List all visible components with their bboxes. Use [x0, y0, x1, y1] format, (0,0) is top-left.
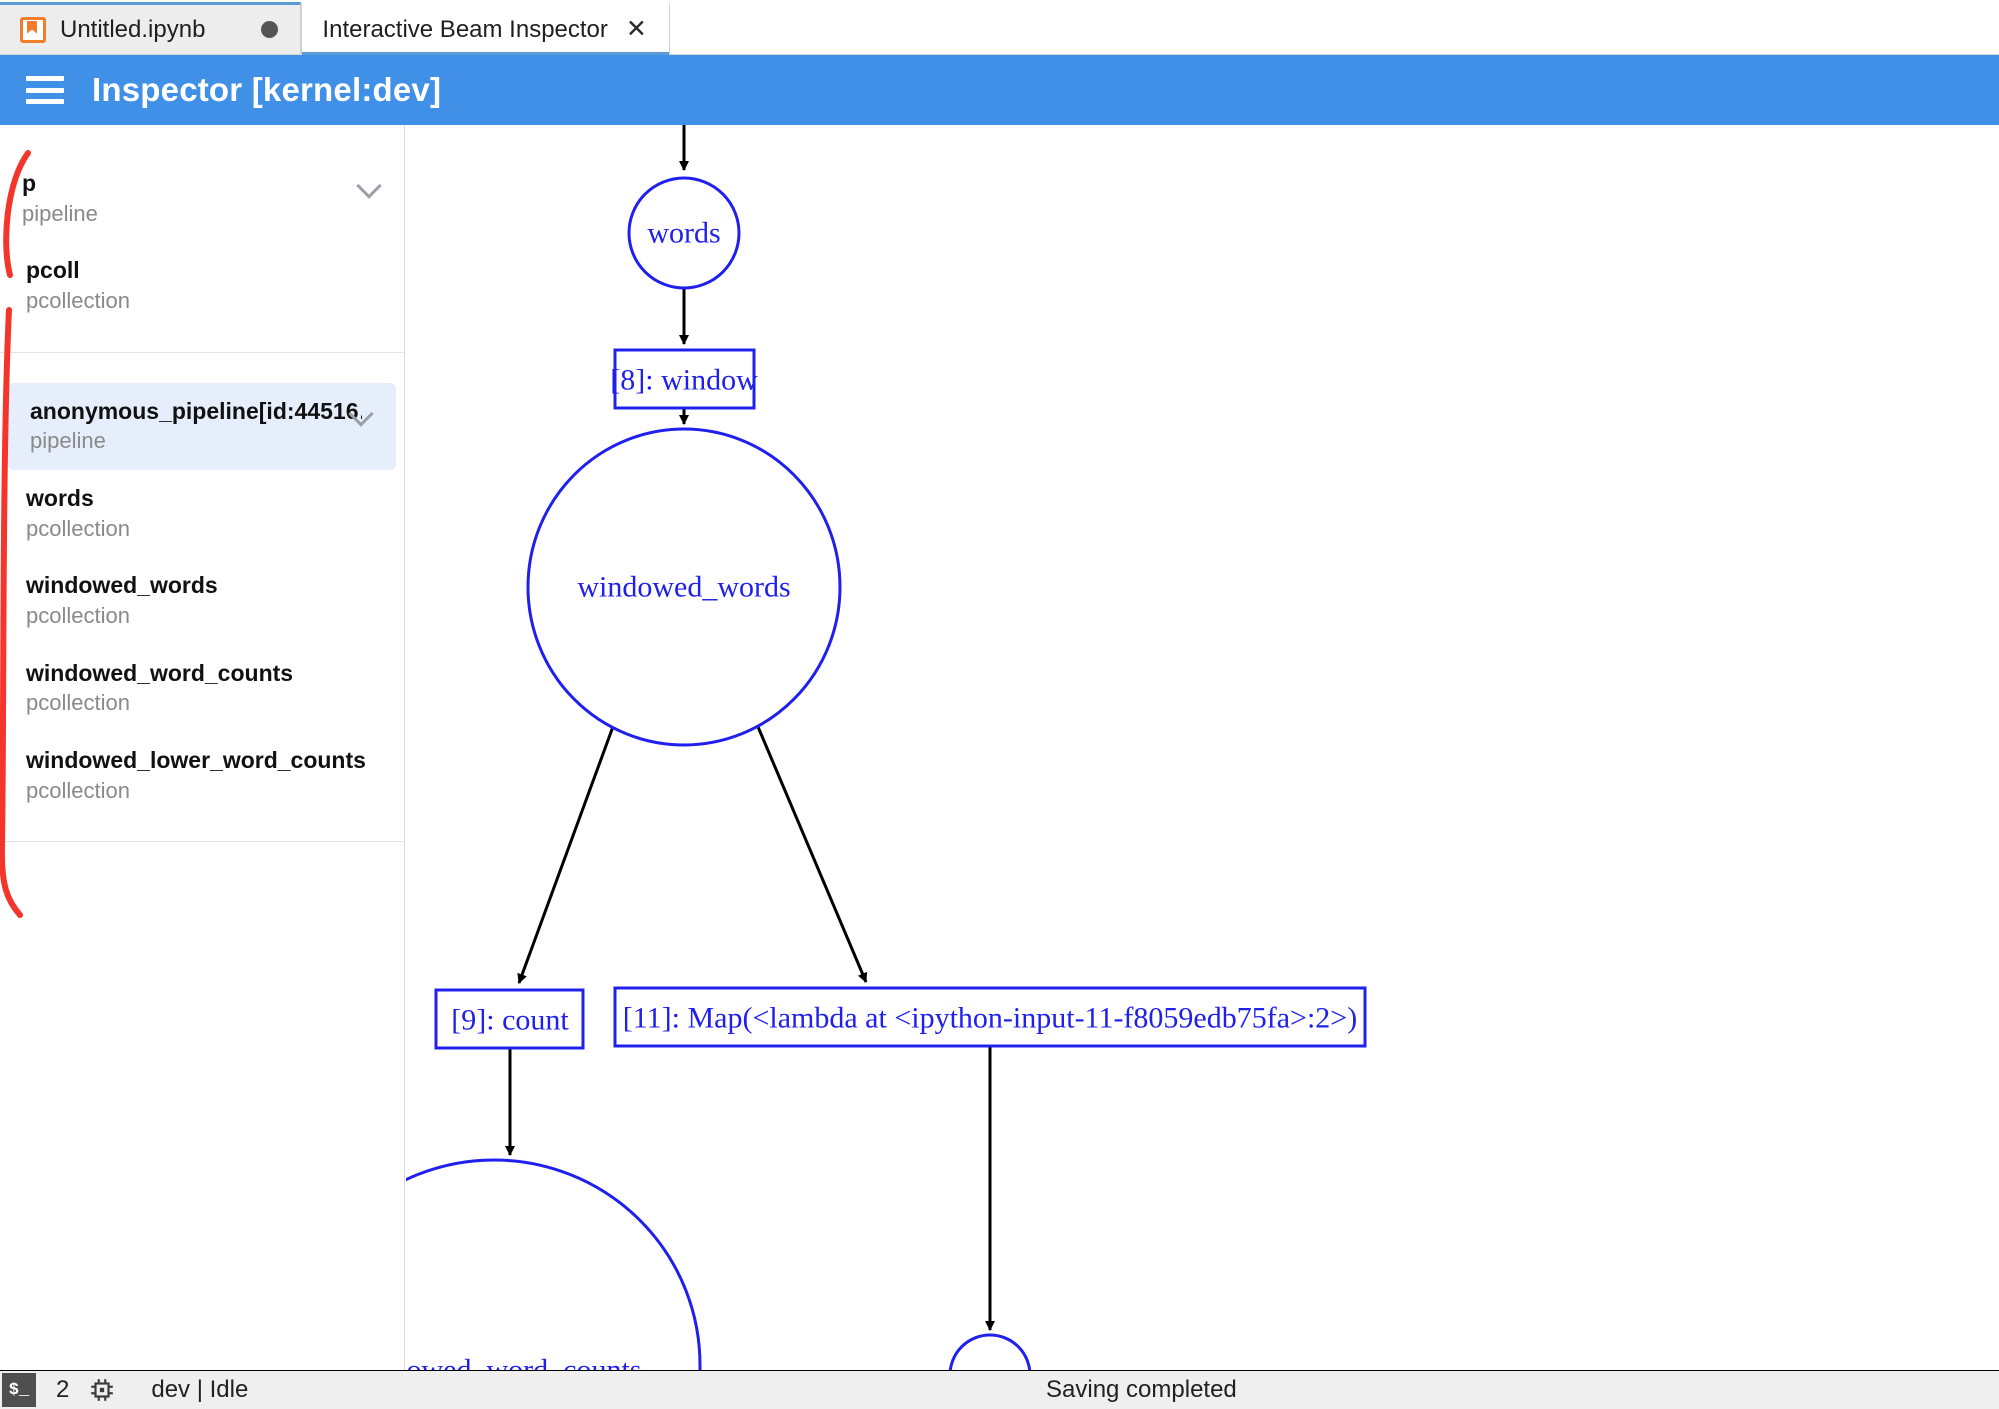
node-windowed-word-counts[interactable]: windowed_word_counts: [406, 1158, 702, 1371]
hamburger-icon[interactable]: [26, 76, 64, 104]
sidebar-item-windowed-words[interactable]: windowed_words pcollection: [0, 557, 404, 644]
node-small[interactable]: [948, 1333, 1032, 1370]
page-title: Inspector [kernel:dev]: [92, 71, 442, 108]
tab-interactive-beam-inspector[interactable]: Interactive Beam Inspector ✕: [301, 2, 670, 55]
node-shape-ellipse: [948, 1333, 1032, 1370]
notebook-icon: [20, 16, 46, 43]
edge-windowed-words-to-count: [517, 712, 620, 984]
sidebar-item-type: pcollection: [26, 515, 130, 541]
node-label: [11]: Map(<lambda at <ipython-input-11-f…: [623, 1002, 1357, 1035]
terminal-count: 2: [56, 1376, 70, 1403]
sidebar-group-p: p pipeline pcoll pcollection: [0, 125, 404, 353]
sidebar-item-type: pcollection: [26, 690, 130, 716]
sidebar-item-type: pcollection: [26, 777, 130, 803]
node-label: words: [647, 217, 720, 250]
sidebar-item-name: windowed_words: [26, 572, 218, 599]
node-map[interactable]: [11]: Map(<lambda at <ipython-input-11-f…: [613, 986, 1367, 1048]
node-shape-box: [434, 988, 585, 1050]
inspector-header: Inspector [kernel:dev]: [0, 55, 1999, 125]
edge-windowed-words-to-map: [751, 714, 868, 983]
tab-label: Interactive Beam Inspector: [322, 15, 608, 43]
unsaved-dot-icon[interactable]: [261, 21, 279, 38]
sidebar-item-anonymous-pipeline[interactable]: anonymous_pipeline[id:44516… pipeline: [8, 382, 396, 471]
inspectables-sidebar[interactable]: p pipeline pcoll pcollection anonymous_p…: [0, 125, 405, 1370]
group-bottom-pad: [0, 330, 404, 352]
node-label: [9]: count: [451, 1004, 569, 1037]
sidebar-item-type: pipeline: [30, 428, 106, 454]
node-windowed-words[interactable]: windowed_words: [526, 427, 842, 747]
sidebar-item-windowed-lower-word-counts[interactable]: windowed_lower_word_counts pcollection: [0, 732, 404, 819]
group-top-pad: [0, 125, 404, 155]
sidebar-group-anonymous-pipeline: anonymous_pipeline[id:44516… pipeline wo…: [0, 353, 404, 843]
node-shape-box: [613, 348, 756, 410]
sidebar-item-name: pcoll: [26, 257, 80, 284]
chevron-down-icon[interactable]: [360, 177, 382, 189]
node-count[interactable]: [9]: count: [434, 988, 585, 1050]
hamburger-bar: [26, 76, 64, 81]
save-status: Saving completed: [1046, 1376, 1237, 1403]
node-label: [8]: window: [610, 364, 758, 397]
hamburger-bar: [26, 99, 64, 104]
tab-bar: Untitled.ipynb Interactive Beam Inspecto…: [0, 0, 1999, 55]
sidebar-item-p[interactable]: p pipeline: [0, 155, 404, 242]
terminal-icon[interactable]: $_: [2, 1373, 36, 1407]
body-area: p pipeline pcoll pcollection anonymous_p…: [0, 125, 1999, 1370]
sidebar-item-type: pcollection: [26, 288, 130, 314]
node-label: windowed_words: [577, 571, 790, 604]
node-shape-ellipse: [627, 176, 741, 290]
node-shape-ellipse: [526, 427, 842, 747]
sidebar-item-name: words: [26, 485, 94, 512]
pipeline-graph-canvas[interactable]: words [8]: window windowed_words [9]: co…: [406, 125, 1999, 1370]
sidebar-item-words[interactable]: words pcollection: [0, 470, 404, 557]
group-bottom-pad: [0, 819, 404, 841]
hamburger-bar: [26, 87, 64, 93]
cpu-chip-icon[interactable]: [89, 1377, 115, 1403]
sidebar-item-type: pipeline: [22, 200, 98, 226]
node-shape-box: [613, 986, 1367, 1048]
status-bar: $_ 2 dev | Idle Saving completed: [0, 1370, 1999, 1409]
sidebar-item-name: windowed_word_counts: [26, 659, 294, 686]
chevron-down-icon[interactable]: [352, 405, 374, 417]
tab-label: Untitled.ipynb: [60, 15, 206, 43]
graph-edges: [505, 125, 995, 1331]
group-top-pad: [0, 353, 404, 383]
node-label: windowed_word_counts: [406, 1354, 641, 1371]
sidebar-item-windowed-word-counts[interactable]: windowed_word_counts pcollection: [0, 645, 404, 732]
close-icon[interactable]: ✕: [625, 15, 647, 43]
sidebar-item-type: pcollection: [26, 603, 130, 629]
beam-pipeline-graph: words [8]: window windowed_words [9]: co…: [406, 125, 1367, 1371]
node-window[interactable]: [8]: window: [610, 348, 758, 410]
kernel-status[interactable]: dev | Idle: [151, 1376, 249, 1403]
tab-untitled-ipynb[interactable]: Untitled.ipynb: [0, 2, 302, 54]
sidebar-item-pcoll[interactable]: pcoll pcollection: [0, 242, 404, 329]
sidebar-item-name: p: [22, 170, 37, 196]
sidebar-item-name: windowed_lower_word_counts: [26, 747, 366, 774]
sidebar-item-name: anonymous_pipeline[id:44516…: [30, 397, 362, 424]
node-words[interactable]: words: [627, 176, 741, 290]
node-shape-ellipse: [406, 1158, 702, 1370]
graph-nodes: words [8]: window windowed_words [9]: co…: [406, 176, 1367, 1371]
